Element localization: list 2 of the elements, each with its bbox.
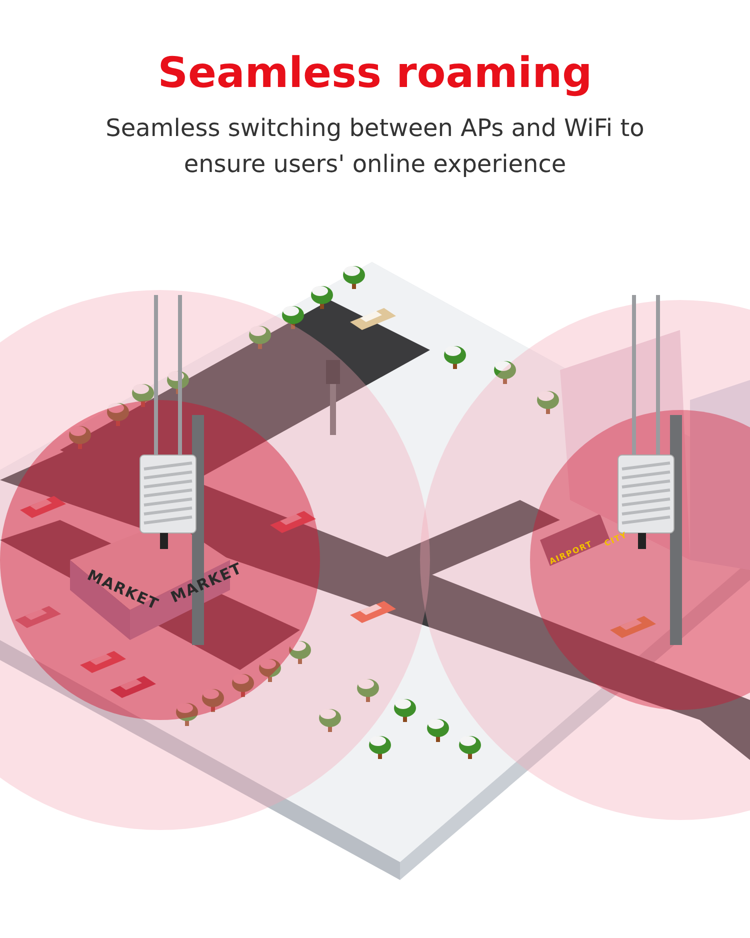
title: Seamless roaming: [156, 48, 594, 97]
subtitle: Seamless switching between APs and WiFi to ensure users' online experience: [104, 113, 646, 180]
